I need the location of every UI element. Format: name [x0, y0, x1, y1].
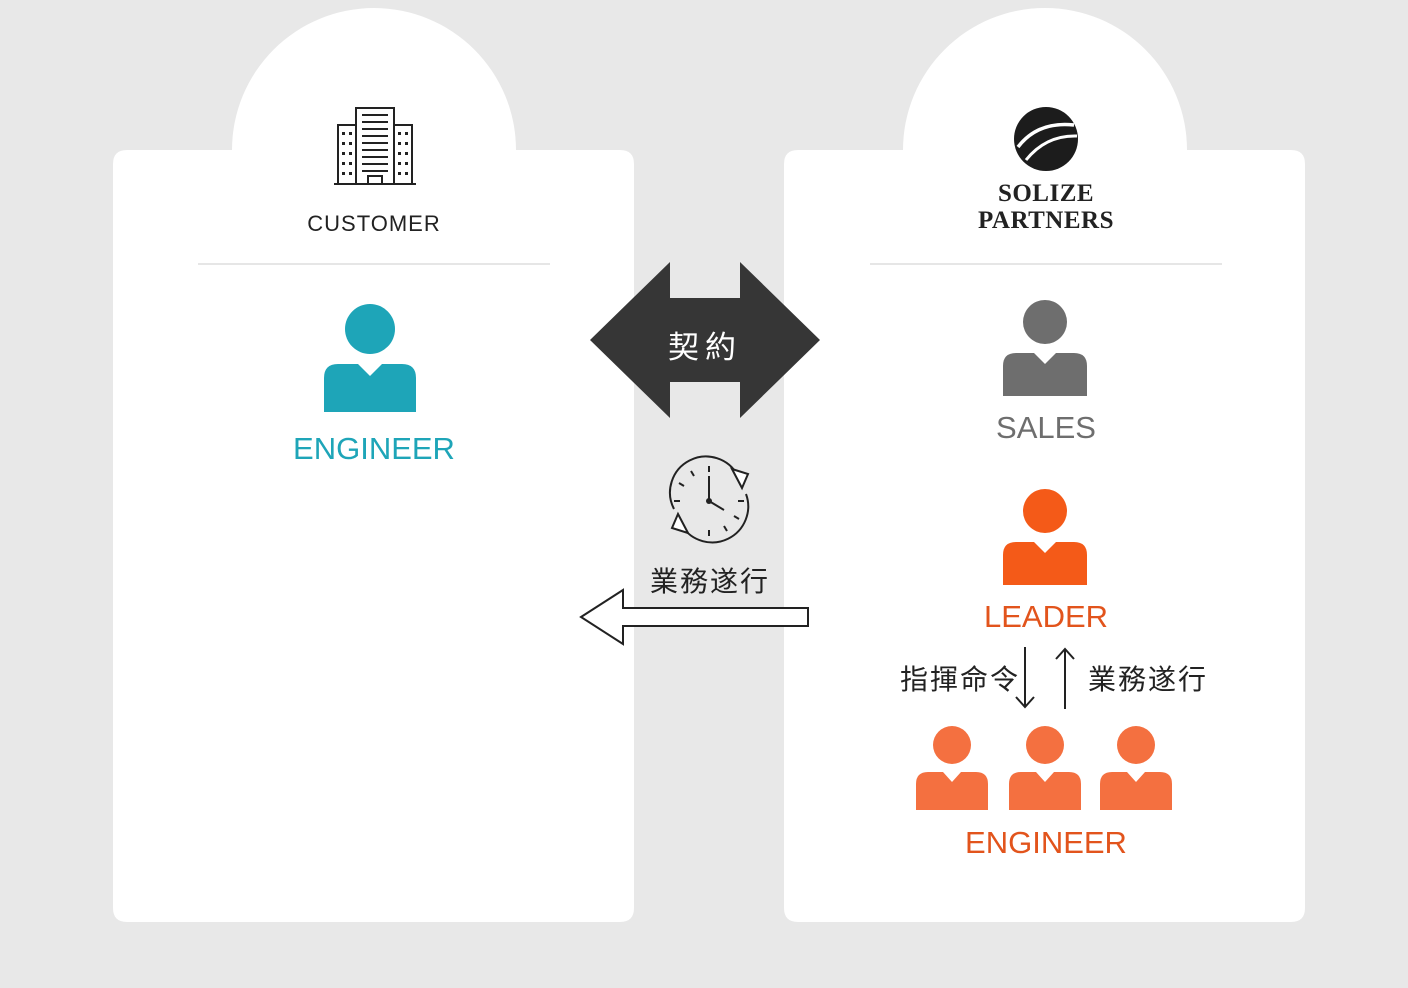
sales-label: SALES	[996, 410, 1096, 445]
command-label: 指揮命令	[899, 664, 1020, 695]
customer-divider	[198, 263, 550, 265]
partner-execution-label: 業務遂行	[1088, 664, 1209, 695]
customer-title: CUSTOMER	[307, 211, 441, 236]
command-down-arrow-icon	[1015, 647, 1035, 709]
partner-panel	[784, 8, 1305, 922]
leader-person-icon	[1003, 489, 1087, 585]
customer-engineer-label: ENGINEER	[293, 431, 455, 466]
contract-label: 契約	[668, 330, 742, 365]
sales-person-icon	[1003, 300, 1087, 396]
partner-engineer-label: ENGINEER	[965, 825, 1127, 860]
execution-up-arrow-icon	[1055, 647, 1075, 709]
clock-cycle-icon	[669, 455, 750, 544]
solize-logo-icon	[1014, 107, 1078, 171]
brand-name: SOLIZE PARTNERS	[870, 180, 1222, 234]
building-icon	[334, 107, 416, 185]
brand-line-1: SOLIZE	[997, 180, 1095, 207]
customer-panel	[113, 8, 634, 923]
contract-arrow	[590, 262, 820, 418]
brand-line-2: PARTNERS	[977, 207, 1114, 234]
customer-engineer-icon	[324, 304, 416, 412]
execution-left-arrow	[579, 588, 809, 646]
partner-divider	[870, 263, 1222, 265]
middle-execution-label: 業務遂行	[649, 566, 770, 597]
leader-label: LEADER	[983, 599, 1109, 634]
engineer-team-icon	[916, 726, 1172, 810]
